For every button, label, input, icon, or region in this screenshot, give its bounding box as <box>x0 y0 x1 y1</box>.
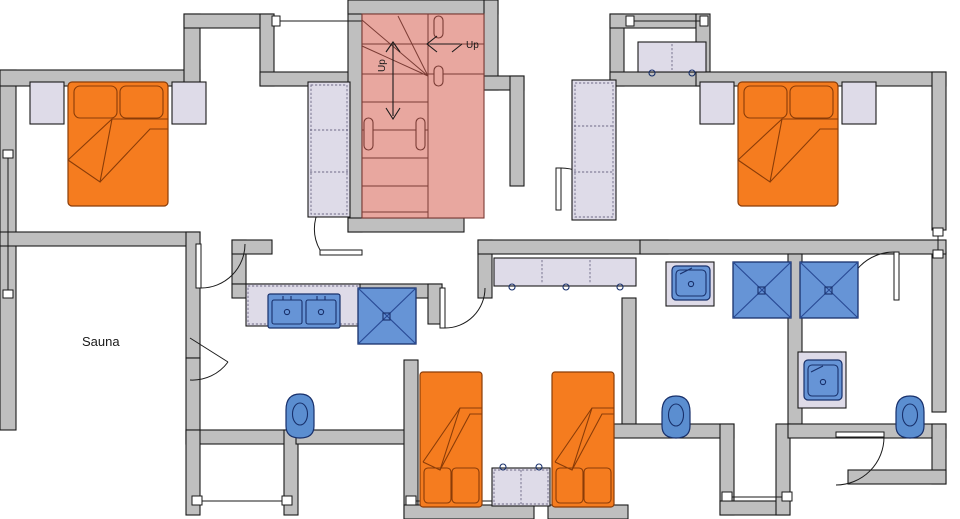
shower-right-b <box>799 261 859 319</box>
wall-twin-left <box>403 359 419 519</box>
sink-upper-right <box>671 265 711 301</box>
wall-sauna-top <box>0 231 201 247</box>
stair-direction-arrow-right: Up <box>426 35 479 53</box>
wall-exterior-right-lower <box>931 251 947 413</box>
room-label-sauna: Sauna <box>82 334 120 349</box>
counter-long <box>493 257 637 291</box>
door-sauna-top[interactable] <box>195 243 246 289</box>
wall-bottom-left-h <box>185 429 297 445</box>
double-sink <box>267 293 341 329</box>
window-left-exterior <box>2 149 14 299</box>
wall-stair-top <box>347 0 499 15</box>
nightstand-top-right-b <box>841 81 877 125</box>
bed-bottom-left <box>419 371 483 508</box>
nightstand-top-left-b <box>171 81 207 125</box>
wardrobe-center <box>571 79 617 221</box>
nightstand-top-left-a <box>29 81 65 125</box>
wall-right-horizontal-long <box>639 239 947 255</box>
wall-right-of-stair <box>509 75 525 187</box>
shower-right-a <box>732 261 792 319</box>
window-right-exterior <box>932 227 944 259</box>
toilet-center <box>661 395 691 439</box>
stair-treads <box>361 14 484 218</box>
window-bottom-left-opening <box>191 495 293 506</box>
wall-bath-left-nub <box>231 239 273 255</box>
bed-bottom-right <box>551 371 615 508</box>
wall-bottom-center-h <box>295 429 417 445</box>
window-bottom-right-opening <box>721 491 793 502</box>
wardrobe-stair-left <box>307 81 351 218</box>
wall-bottom-far-right-2 <box>847 469 947 485</box>
bed-top-right <box>737 81 839 207</box>
wall-center-vertical <box>621 297 637 425</box>
toilet-left <box>285 393 315 439</box>
door-bath-left[interactable] <box>439 287 486 329</box>
bed-top-left <box>67 81 169 207</box>
cabinet-alcove <box>637 41 707 77</box>
sink-lower-right <box>803 359 843 401</box>
stair-up-label-vertical: Up <box>377 59 388 72</box>
wall-stair-bottom <box>347 217 465 233</box>
wall-bottom-left-v2 <box>185 429 201 516</box>
shower-left <box>357 287 417 345</box>
stair-handrails <box>363 15 444 151</box>
stair-up-label-right: Up <box>466 40 479 51</box>
staircase: Up Up <box>361 13 485 219</box>
toilet-right <box>895 395 925 439</box>
stair-direction-arrow-vertical: Up <box>377 41 401 121</box>
dresser-bottom <box>491 463 551 507</box>
nightstand-top-right-a <box>699 81 735 125</box>
door-sauna-side[interactable] <box>189 337 229 381</box>
wall-exterior-right-upper <box>931 71 947 231</box>
door-bottom-right-closet[interactable] <box>835 431 885 486</box>
window-top-right <box>625 15 709 27</box>
